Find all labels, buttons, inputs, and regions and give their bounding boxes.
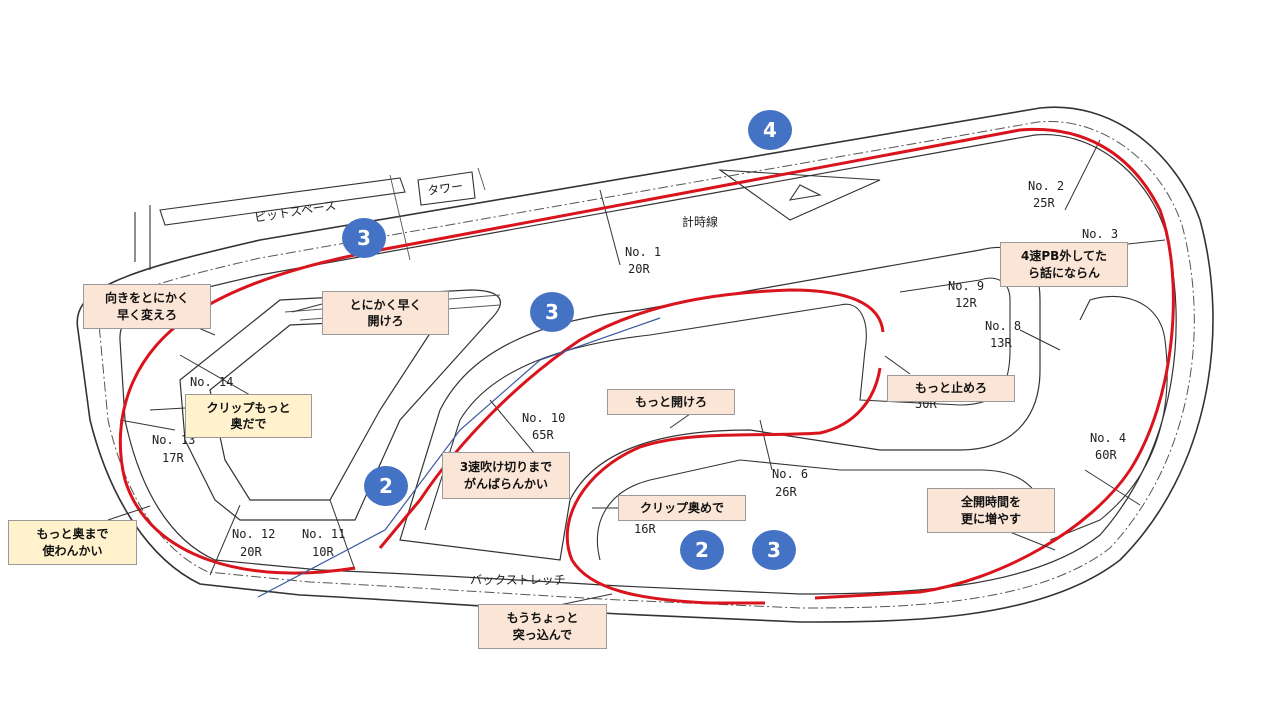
infield-section-right [1049,295,1168,541]
corner-10-r: 65R [532,428,554,442]
corner-2-r: 25R [1033,196,1055,210]
corner-4-r: 60R [1095,448,1117,462]
track-centerline [99,120,1195,609]
infield-triangle [718,169,881,221]
driver-line-blue [257,317,661,598]
corner-10-no: No. 10 [522,411,565,425]
gear-badge: 3 [752,530,796,570]
gear-badge: 2 [364,466,408,506]
corner-8-no: No. 8 [985,319,1021,333]
corner-13-no: No. 13 [152,433,195,447]
corner-13-r: 17R [162,451,184,465]
corner-6-r: 26R [775,485,797,499]
corner-11-r: 10R [312,545,334,559]
corner-6-no: No. 6 [772,467,808,481]
gear-badge: 3 [342,218,386,258]
corner-2-no: No. 2 [1028,179,1064,193]
infield-section-left [179,289,501,521]
corner-4-no: No. 4 [1090,431,1126,445]
backstretch-label: バックストレッチ [470,573,566,587]
infield-section-left-inner [209,317,442,501]
track-outer-inner-edge [119,134,1177,595]
gear-badge: 2 [680,530,724,570]
callout-use-more: もっと奥まで 使わんかい [8,520,137,565]
control-label: 計時線 [682,214,718,229]
callout-full-throttle: 全開時間を 更に増やす [927,488,1055,533]
corner-8-r: 13R [990,336,1012,350]
racing-line-infield [565,367,882,605]
pit-area [134,177,406,270]
corner-9-no: No. 9 [948,279,984,293]
corner-16r: 16R [634,522,656,536]
infield-section-middle [399,246,1041,561]
tower-box [417,171,476,206]
pit-label: ピットスペース [253,198,337,225]
callout-turn-direction: 向きをとにかく 早く変えろ [83,284,211,329]
callout-open-more: もっと開けろ [607,389,735,415]
callout-clip-deep: クリップ奥めで [618,495,746,521]
corner-1-r: 20R [628,262,650,276]
callout-fourth-gear: 4速PB外してた ら話にならん [1000,242,1128,287]
callout-open-early: とにかく早く 開けろ [322,291,449,335]
corner-12-r: 20R [240,545,262,559]
infield-section-bottom [596,459,1041,561]
callout-brake-later: もうちょっと 突っ込んで [478,604,607,649]
track-outer-boundary [76,106,1214,623]
corner-1-no: No. 1 [625,245,661,259]
corner-3-no: No. 3 [1082,227,1118,241]
corner-14-no: No. 14 [190,375,233,389]
racing-line-hairpin [378,288,885,549]
callout-brake-harder: もっと止めろ [887,375,1015,402]
corner-9-r: 12R [955,296,977,310]
racing-line [118,127,1175,600]
gear-badge: 4 [748,110,792,150]
pit-lane-marks [284,167,501,321]
gear-badge: 3 [530,292,574,332]
tower-label: タワー [426,179,464,198]
corner-12-no: No. 12 [232,527,275,541]
infield-section-middle-inner [424,277,1011,531]
callout-clip-deeper: クリップもっと 奥だで [185,394,312,438]
corner-11-no: No. 11 [302,527,345,541]
callout-third-gear: 3速吹け切りまで がんばらんかい [442,452,570,499]
